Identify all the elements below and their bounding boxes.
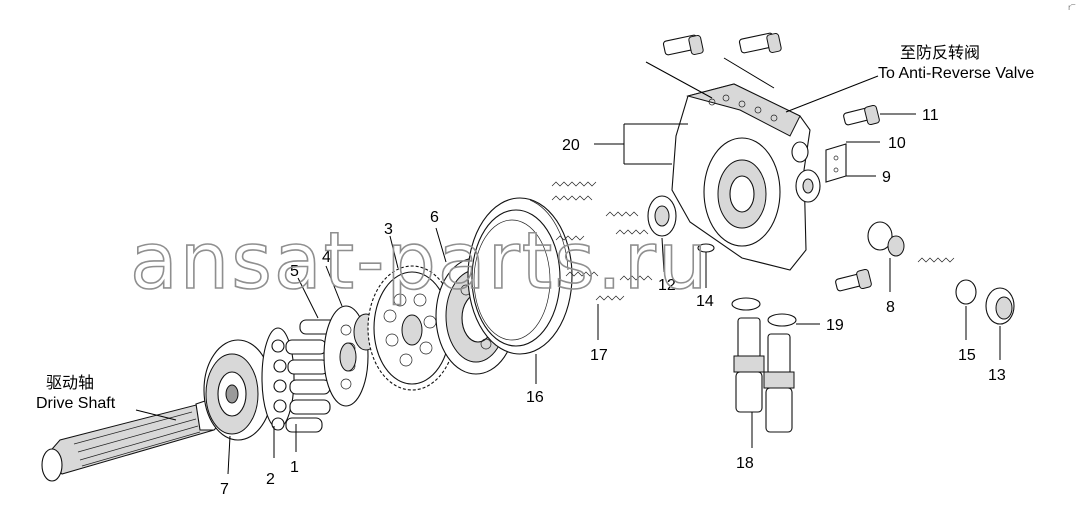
callout-9: 9 (882, 169, 891, 186)
callout-3: 3 (384, 221, 393, 238)
part-8-spring (917, 257, 955, 263)
callout-numbers: 20 11 10 9 6 3 4 5 12 14 8 19 15 13 17 1… (220, 107, 1006, 498)
leader-lines (135, 57, 1001, 475)
callout-10: 10 (888, 135, 906, 152)
part-11-bolt (843, 104, 880, 126)
part-15-seal (955, 279, 977, 305)
callout-7: 7 (220, 481, 229, 498)
valve-housing (671, 83, 821, 271)
top-bolt-right (738, 32, 782, 54)
anti-reverse-label-cn: 至防反转阀 (900, 44, 980, 62)
anti-reverse-label-en: To Anti-Reverse Valve (878, 65, 1034, 82)
part-17-springs (551, 181, 653, 301)
callout-12: 12 (658, 277, 676, 294)
part-2-shoe-plate (261, 327, 295, 431)
watermark-text: ansat-parts.ru (130, 217, 709, 307)
captions: 驱动轴 Drive Shaft 至防反转阀 To Anti-Reverse Va… (36, 44, 1034, 412)
callout-14: 14 (696, 293, 714, 310)
part-7-end-cover (203, 339, 273, 441)
corner-mark: r‾ (1068, 3, 1076, 12)
part-3-cylinder-block (367, 265, 457, 391)
callout-19: 19 (826, 317, 844, 334)
callout-1: 1 (290, 459, 299, 476)
part-8-fitting (867, 221, 905, 257)
top-bolt-left (662, 34, 704, 56)
drive-shaft-label-cn: 驱动轴 (46, 374, 94, 392)
drive-shaft-label-en: Drive Shaft (36, 395, 116, 412)
part-16-housing-ring (467, 197, 573, 355)
lower-bolt (835, 268, 872, 292)
callout-5: 5 (290, 263, 299, 280)
callout-4: 4 (322, 249, 331, 266)
callout-16: 16 (526, 389, 544, 406)
callout-17: 17 (590, 347, 608, 364)
callout-18: 18 (736, 455, 754, 472)
callout-6: 6 (430, 209, 439, 226)
callout-15: 15 (958, 347, 976, 364)
part-19-o-rings (731, 297, 797, 327)
part-18-relief-valves (733, 317, 795, 433)
part-13-plug (985, 287, 1015, 325)
callout-13: 13 (988, 367, 1006, 384)
callout-11: 11 (922, 107, 939, 124)
callout-8: 8 (886, 299, 895, 316)
part-12-bearing (647, 195, 677, 237)
part-10-plate (825, 143, 847, 183)
callout-2: 2 (266, 471, 275, 488)
part-1-pistons (285, 319, 339, 433)
callout-20: 20 (562, 137, 580, 154)
